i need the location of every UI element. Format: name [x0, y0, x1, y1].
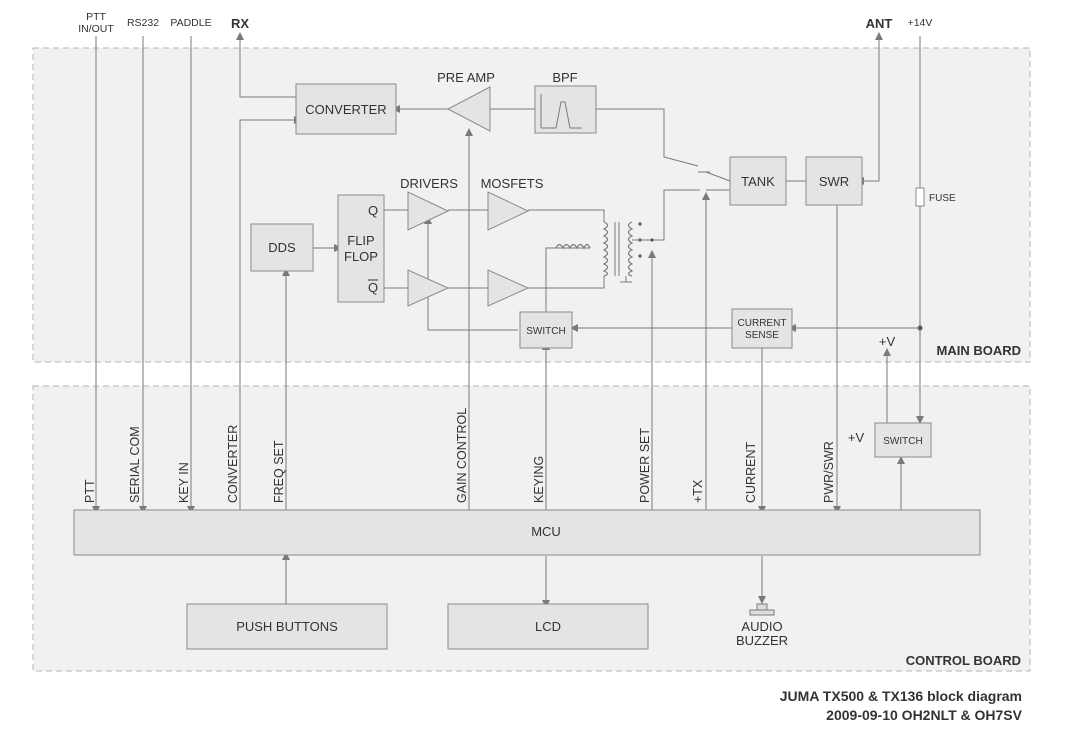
switch-main-label: SWITCH	[526, 326, 565, 337]
tank-block	[729, 156, 787, 206]
signal-tx: +TX	[691, 479, 705, 503]
flipflop-block	[337, 194, 385, 303]
signal-freq-set: FREQ SET	[272, 440, 286, 503]
audio-buzzer-label-line2: BUZZER	[736, 633, 788, 648]
mosfet-qbar-symbol	[487, 269, 530, 307]
caption-line2: 2009-09-10 OH2NLT & OH7SV	[826, 707, 1022, 723]
fuse-label: FUSE	[929, 193, 956, 204]
driver-qbar-symbol	[407, 269, 450, 307]
label-v14: +14V	[908, 17, 933, 29]
control-board-label: CONTROL BOARD	[906, 653, 1021, 668]
signal-power-set: POWER SET	[638, 428, 652, 503]
label-rs232: RS232	[127, 17, 159, 29]
audio-buzzer-label-line1: AUDIO	[741, 619, 782, 634]
plus-v-side-label: +V	[848, 430, 865, 445]
label-ptt-in-out-line1: PTT	[86, 11, 106, 23]
converter-block	[295, 83, 397, 135]
label-paddle: PADDLE	[170, 17, 211, 29]
dds-block	[250, 223, 314, 272]
bpf-label: BPF	[552, 70, 577, 85]
signal-keying: KEYING	[532, 456, 546, 503]
flipflop-label-line1: FLIP	[347, 233, 374, 248]
driver-q-symbol	[407, 191, 450, 231]
signal-pwr-swr: PWR/SWR	[822, 441, 836, 503]
converter-label: CONVERTER	[305, 102, 386, 117]
flipflop-qbar-label: Q	[368, 280, 378, 295]
label-rx: RX	[231, 16, 249, 31]
lcd-label: LCD	[535, 619, 561, 634]
signal-serial-com: SERIAL COM	[128, 426, 142, 503]
switch-control-block	[874, 422, 932, 458]
preamp-label: PRE AMP	[437, 70, 495, 85]
flipflop-q-label: Q	[368, 203, 378, 218]
signal-ptt: PTT	[83, 479, 97, 503]
current-sense-label-line2: SENSE	[745, 330, 779, 341]
flipflop-label-line2: FLOP	[344, 249, 378, 264]
current-sense-block	[731, 308, 793, 349]
signal-gain-control: GAIN CONTROL	[455, 408, 469, 503]
plus-v-top-label: +V	[879, 334, 896, 349]
signal-key-in: KEY IN	[177, 462, 191, 503]
switch-control-label: SWITCH	[883, 436, 922, 447]
label-ant: ANT	[866, 16, 893, 31]
push-buttons-block	[186, 603, 388, 650]
label-ptt-in-out-line2: IN/OUT	[78, 23, 114, 35]
caption-line1: JUMA TX500 & TX136 block diagram	[780, 688, 1022, 704]
mosfet-q-symbol	[487, 191, 530, 231]
dds-label: DDS	[268, 240, 296, 255]
mcu-block	[73, 509, 981, 556]
signal-lines	[95, 36, 925, 604]
main-board-label: MAIN BOARD	[937, 343, 1022, 358]
swr-block	[805, 156, 863, 206]
main-board-region	[32, 47, 1031, 363]
preamp-symbol	[446, 86, 491, 132]
buzzer-icon	[749, 603, 775, 616]
tank-label: TANK	[741, 174, 775, 189]
current-sense-label-line1: CURRENT	[738, 318, 787, 329]
bpf-symbol	[541, 101, 582, 129]
swr-label: SWR	[819, 174, 849, 189]
mosfets-label: MOSFETS	[481, 176, 544, 191]
signal-current: CURRENT	[744, 442, 758, 503]
drivers-label: DRIVERS	[400, 176, 458, 191]
signal-converter: CONVERTER	[226, 425, 240, 503]
mcu-label: MCU	[531, 524, 561, 539]
bpf-block	[534, 85, 597, 134]
switch-main-block	[519, 311, 573, 349]
lcd-block	[447, 603, 649, 650]
push-buttons-label: PUSH BUTTONS	[236, 619, 338, 634]
